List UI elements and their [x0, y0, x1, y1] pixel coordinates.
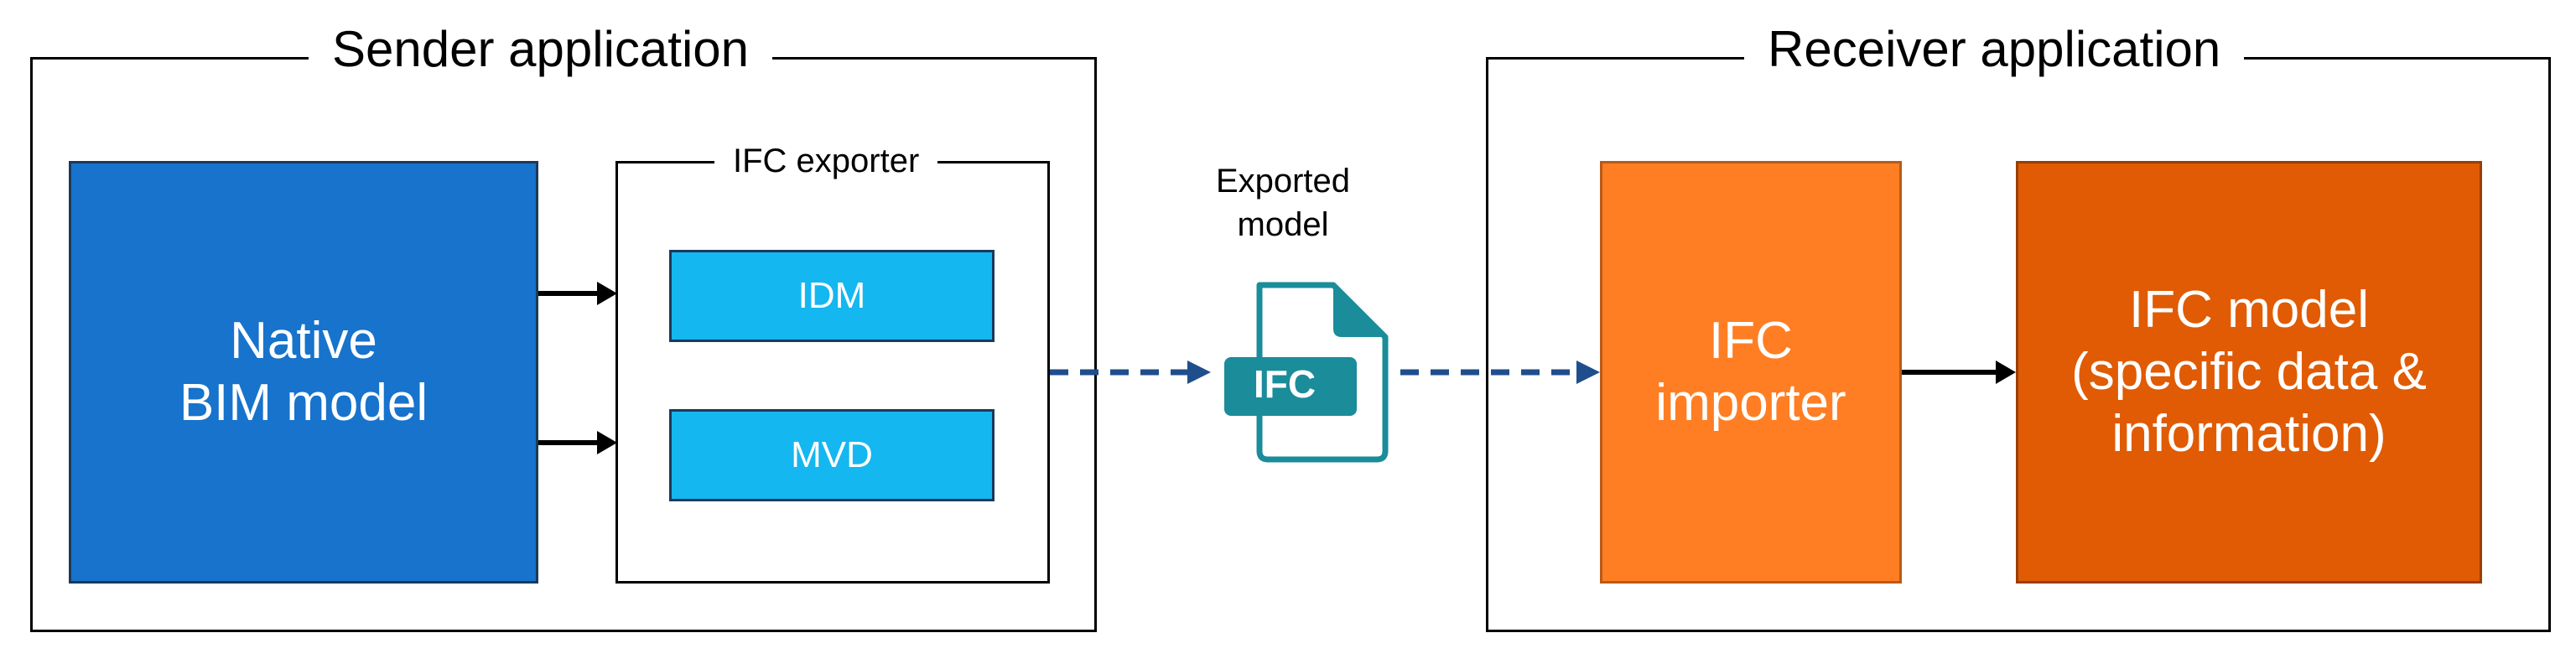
arrow-importer-to-model	[1902, 361, 2016, 384]
arrow-native-to-exporter-top	[538, 282, 617, 305]
arrow-native-to-exporter-bottom	[538, 431, 617, 454]
ifc-importer-label: IFC importer	[1655, 312, 1846, 432]
ifc-file-icon-label: IFC	[1254, 362, 1316, 406]
ifc-exporter-title: IFC exporter	[714, 141, 938, 181]
ifc-importer-block: IFC importer	[1600, 161, 1902, 584]
mvd-block: MVD	[669, 409, 995, 501]
native-bim-model-label: Native BIM model	[179, 312, 428, 432]
dashed-arrow-exporter-to-file	[1050, 361, 1211, 384]
native-bim-model-block: Native BIM model	[69, 161, 538, 584]
ifc-model-label: IFC model (specific data & information)	[2071, 281, 2427, 463]
ifc-model-block: IFC model (specific data & information)	[2016, 161, 2482, 584]
sender-application-title: Sender application	[309, 20, 773, 79]
mvd-label: MVD	[791, 434, 873, 475]
idm-label: IDM	[797, 275, 866, 316]
receiver-application-title: Receiver application	[1744, 20, 2245, 79]
ifc-file-icon: IFC	[1224, 282, 1389, 463]
dashed-arrow-file-to-importer	[1400, 361, 1600, 384]
idm-block: IDM	[669, 250, 995, 342]
exported-model-caption: Exported model	[1215, 163, 1351, 243]
